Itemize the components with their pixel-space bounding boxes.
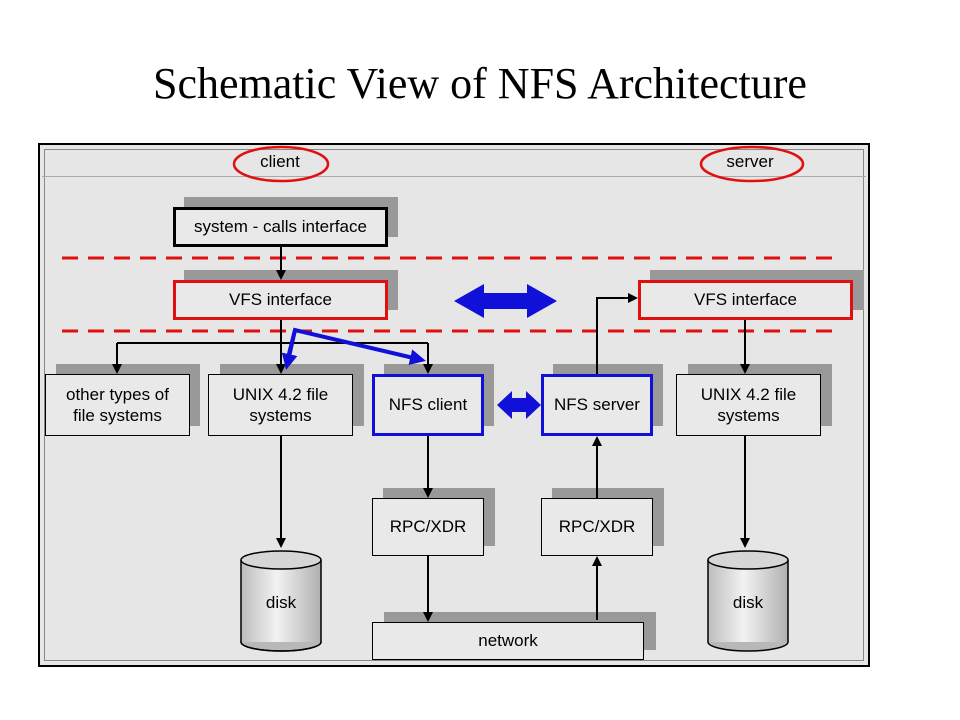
rpc-xdr-client-box: RPC/XDR — [372, 498, 484, 556]
network-box: network — [372, 622, 644, 660]
unix-fs-server-box: UNIX 4.2 file systems — [676, 374, 821, 436]
blue-request-path — [284, 327, 426, 367]
nfs-server-box: NFS server — [541, 374, 653, 436]
server-label: server — [726, 152, 774, 171]
disk-server-label: disk — [732, 593, 764, 612]
disk-server-icon — [707, 550, 789, 652]
client-highlight-ellipse — [232, 145, 330, 183]
server-highlight-ellipse — [699, 145, 805, 183]
slide-title: Schematic View of NFS Architecture — [153, 59, 807, 108]
vfs-double-arrow — [454, 284, 557, 318]
disk-client-label: disk — [265, 593, 297, 612]
rpc-xdr-server-box: RPC/XDR — [541, 498, 653, 556]
syscalls-interface-box: system - calls interface — [173, 207, 388, 247]
header-band — [42, 150, 866, 177]
vfs-interface-client-box: VFS interface — [173, 280, 388, 320]
client-label: client — [260, 152, 300, 171]
vfs-interface-server-box: VFS interface — [638, 280, 853, 320]
nfs-double-arrow — [497, 391, 541, 419]
unix-fs-client-box: UNIX 4.2 file systems — [208, 374, 353, 436]
nfs-client-box: NFS client — [372, 374, 484, 436]
other-file-systems-box: other types of file systems — [45, 374, 190, 436]
disk-client-icon — [240, 550, 322, 652]
